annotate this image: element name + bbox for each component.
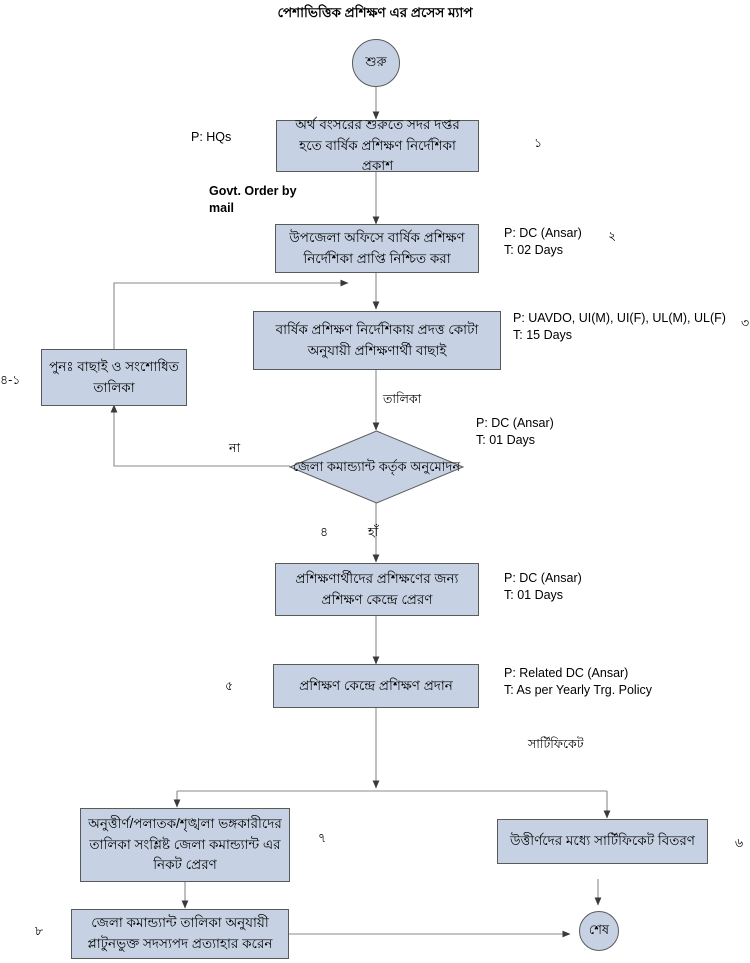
annotation-step1-actor: P: HQs: [191, 130, 232, 144]
node-step2-label: উপজেলা অফিসে বার্ষিক প্রশিক্ষণ নির্দেশিক…: [289, 229, 465, 266]
edge-label-certificate: সার্টিফিকেট: [528, 737, 584, 751]
edge-label-yes: হাঁ: [368, 525, 379, 539]
node-publish-training-directive[interactable]: অর্থ বংসরের শুরুতে সদর দপ্তর হতে বার্ষিক…: [276, 117, 479, 173]
node-send-trainees-to-center[interactable]: প্রশিক্ষণার্থীদের প্রশিক্ষণের জন্য প্রশি…: [275, 563, 479, 616]
node-distribute-certificates[interactable]: উত্তীর্ণদের মধ্যে সার্টিফিকেট বিতরণ: [497, 819, 708, 864]
step-number-5: ৫: [225, 679, 234, 693]
node-fail-list-label: অনুত্তীর্ণ/পলাতক/শৃঙ্খলা ভঙ্গকারীদের তাল…: [88, 815, 282, 873]
node-step1-label: অর্থ বংসরের শুরুতে সদর দপ্তর হতে বার্ষিক…: [295, 116, 460, 174]
node-decision-label: জেলা কমান্ড্যান্ট কর্তৃক অনুমোদন: [292, 459, 461, 475]
node-step3-label: বার্ষিক প্রশিক্ষণ নির্দেশিকায় প্রদত্ত ক…: [275, 321, 479, 358]
edge-label-list: তালিকা: [383, 392, 422, 406]
page-title: পেশাভিত্তিক প্রশিক্ষণ এর প্রসেস ম্যাপ: [277, 5, 473, 20]
node-upazila-receipt-confirm[interactable]: উপজেলা অফিসে বার্ষিক প্রশিক্ষণ নির্দেশিক…: [275, 224, 479, 273]
node-send-fail-list-to-commandant[interactable]: অনুত্তীর্ণ/পলাতক/শৃঙ্খলা ভঙ্গকারীদের তাল…: [80, 808, 290, 882]
annotation-decision-actor: P: DC (Ansar) T: 01 Days: [476, 416, 554, 447]
step-number-4: ৪: [320, 525, 329, 539]
node-conduct-training[interactable]: প্রশিক্ষণ কেন্দ্রে প্রশিক্ষণ প্রদান: [273, 664, 479, 708]
annotation-step6-actor: P: Related DC (Ansar) T: As per Yearly T…: [504, 666, 652, 697]
node-end[interactable]: শেষ: [579, 911, 619, 951]
node-withdraw-label: জেলা কমান্ড্যান্ট তালিকা অনুযায়ী প্লাটু…: [87, 915, 273, 951]
annotation-step2-actor: P: DC (Ansar) T: 02 Days: [504, 226, 582, 257]
node-select-trainees-by-quota[interactable]: বার্ষিক প্রশিক্ষণ নির্দেশিকায় প্রদত্ত ক…: [253, 311, 501, 370]
node-rework-label: পুনঃ বাছাই ও সংশোধিত তালিকা: [49, 358, 179, 395]
edge-label-no: না: [229, 441, 241, 455]
step-number-6: ৬: [735, 836, 744, 850]
node-reselection-revised-list[interactable]: পুনঃ বাছাই ও সংশোধিত তালিকা: [41, 349, 187, 406]
node-cert-dist-label: উত্তীর্ণদের মধ্যে সার্টিফিকেট বিতরণ: [510, 833, 695, 849]
step-number-3: ৩: [741, 316, 750, 330]
annotation-step3-actor: P: UAVDO, UI(M), UI(F), UL(M), UL(F) T: …: [513, 311, 726, 342]
step-number-2: ২: [608, 229, 617, 243]
annotation-govt-order: Govt. Order by mail: [209, 184, 297, 215]
diamond-shape: [289, 430, 464, 504]
step-number-8: ৮: [35, 924, 44, 938]
node-step6-label: প্রশিক্ষণ কেন্দ্রে প্রশিক্ষণ প্রদান: [299, 677, 453, 693]
node-end-label: শেষ: [588, 921, 610, 937]
node-district-commandant-approval[interactable]: জেলা কমান্ড্যান্ট কর্তৃক অনুমোদন: [289, 430, 464, 504]
step-number-7: ৭: [318, 831, 327, 845]
node-step5-label: প্রশিক্ষণার্থীদের প্রশিক্ষণের জন্য প্রশি…: [295, 570, 459, 607]
step-number-4-1: ৪-১: [0, 373, 21, 387]
step-number-1: ১: [534, 136, 543, 150]
node-withdraw-platoon-membership[interactable]: জেলা কমান্ড্যান্ট তালিকা অনুযায়ী প্লাটু…: [71, 909, 289, 959]
annotation-step5-actor: P: DC (Ansar) T: 01 Days: [504, 571, 582, 602]
node-start[interactable]: শুরু: [352, 39, 400, 87]
node-start-label: শুরু: [365, 53, 387, 69]
